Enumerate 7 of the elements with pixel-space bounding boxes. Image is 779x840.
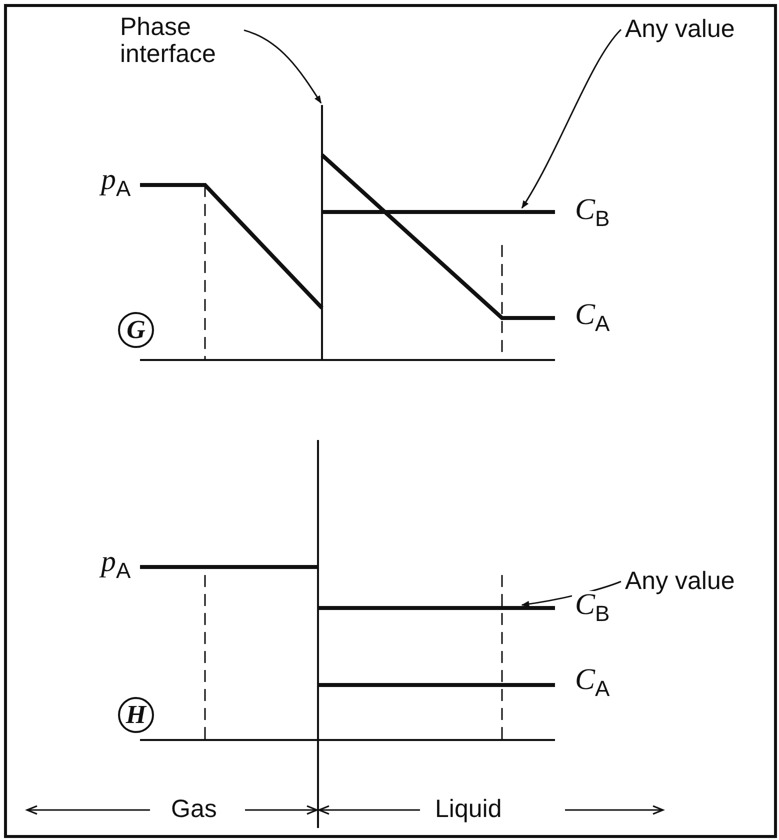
leader-label: Any value — [625, 16, 735, 43]
panel-marker: H — [118, 697, 154, 733]
leader-line — [521, 29, 622, 209]
leader-line — [244, 29, 322, 104]
leader-label: Phase interface — [120, 14, 217, 68]
panel-marker: G — [118, 312, 154, 348]
leader-label: Any value — [625, 568, 735, 595]
